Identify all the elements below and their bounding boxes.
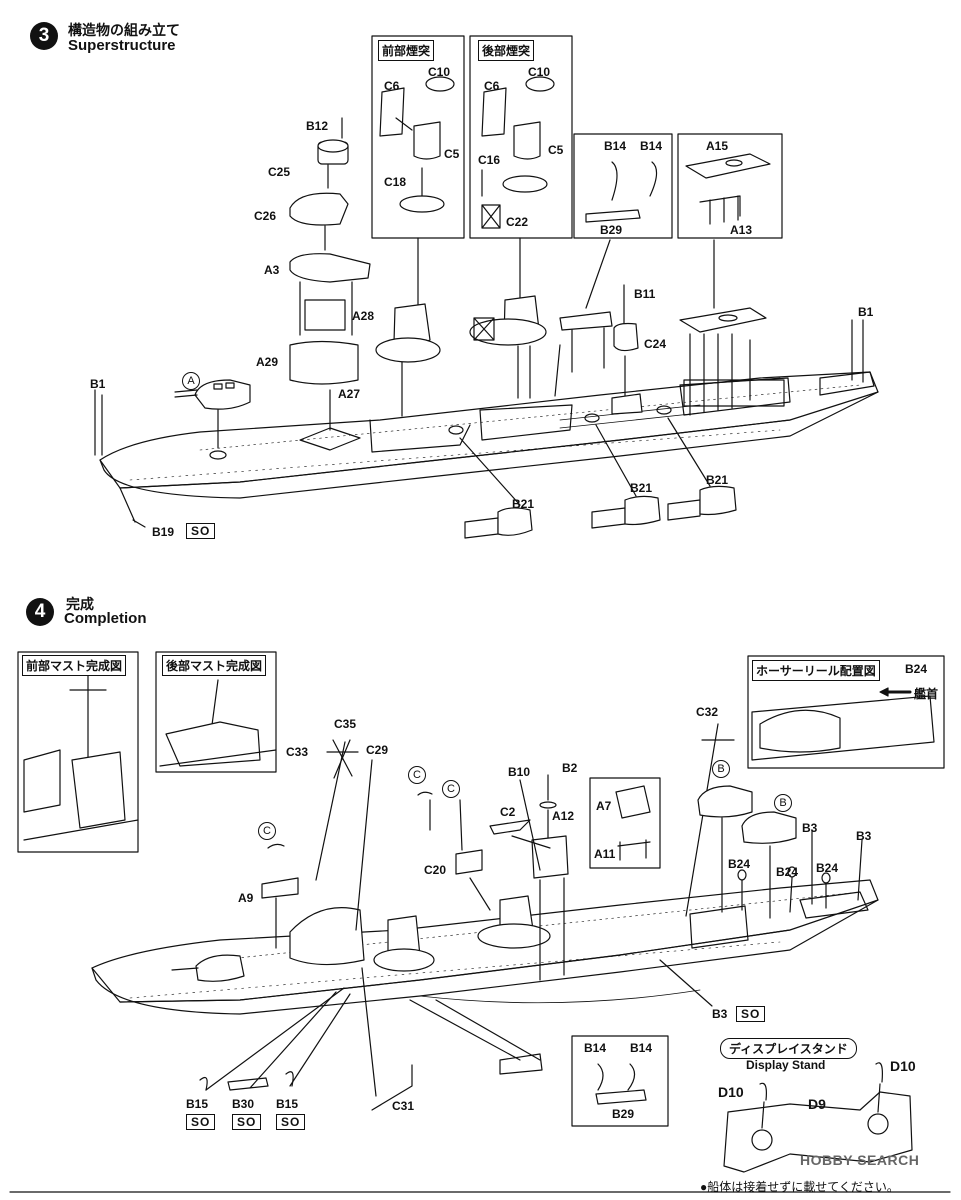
step-4-title-en: Completion xyxy=(64,610,147,627)
hose-reel-inset-art xyxy=(751,687,935,761)
part-label-a7: A7 xyxy=(596,799,612,813)
step-4-title-jp: 完成 xyxy=(66,596,94,612)
part-label-b15-b: B15 xyxy=(276,1097,299,1111)
part-label-a13: A13 xyxy=(730,223,753,237)
part-label-b12: B12 xyxy=(306,119,329,133)
part-label-c32: C32 xyxy=(696,705,719,719)
boat-davit-parts-art xyxy=(585,161,658,223)
part-label-a28: A28 xyxy=(352,309,375,323)
part-label-b11: B11 xyxy=(634,287,656,301)
step-4-number: 4 xyxy=(26,598,54,626)
so-badge-b15-b: SO xyxy=(276,1114,306,1130)
part-label-a9: A9 xyxy=(238,891,254,905)
part-label-b29: B29 xyxy=(600,223,623,237)
hobby-search-watermark: HOBBY SEARCH xyxy=(800,1152,920,1168)
bridge-assembly-art xyxy=(289,117,371,431)
part-label-c5-aft: C5 xyxy=(548,143,564,157)
part-label-a29: A29 xyxy=(256,355,279,369)
part-label-c5-fwd: C5 xyxy=(444,147,460,161)
so-badge-b15-a: SO xyxy=(186,1114,216,1130)
part-label-a27: A27 xyxy=(338,387,361,401)
fwd-mast-inset-art xyxy=(23,675,139,841)
torpedo-tube-art xyxy=(464,485,737,539)
part-label-b24-a: B24 xyxy=(728,857,751,871)
platform-parts-art xyxy=(685,153,771,225)
part-label-b14-b: B14 xyxy=(640,139,663,153)
turret-a-art xyxy=(174,379,251,449)
part-label-d9: D9 xyxy=(808,1096,826,1112)
part-label-c6-aft: C6 xyxy=(484,79,500,93)
part-label-c22: C22 xyxy=(506,215,529,229)
part-label-b14-a: B14 xyxy=(604,139,627,153)
part-label-c2: C2 xyxy=(500,805,516,819)
part-label-c10-aft: C10 xyxy=(528,65,551,79)
part-label-c33: C33 xyxy=(286,745,309,759)
part-label-b3-a: B3 xyxy=(802,821,818,835)
so-badge-b3: SO xyxy=(736,1006,766,1022)
part-label-b21-a: B21 xyxy=(512,497,535,511)
aft-mast-inset-art xyxy=(159,679,277,767)
part-label-c20: C20 xyxy=(424,863,447,877)
step-3-title-en: Superstructure xyxy=(68,37,176,54)
part-label-b14-d: B14 xyxy=(630,1041,653,1055)
part-label-b1-bow: B1 xyxy=(90,377,106,391)
callout-b-1: B xyxy=(712,760,730,778)
callout-a: A xyxy=(182,372,200,390)
part-label-b30: B30 xyxy=(232,1097,255,1111)
part-label-b21-b: B21 xyxy=(630,481,653,495)
part-label-b24-c: B24 xyxy=(816,861,839,875)
part-label-d10-b: D10 xyxy=(890,1058,916,1074)
part-label-b1-stern: B1 xyxy=(858,305,874,319)
part-label-c29: C29 xyxy=(366,743,389,757)
display-stand-title-en: Display Stand xyxy=(746,1058,826,1072)
part-label-b24-b: B24 xyxy=(776,865,799,879)
step4-hull xyxy=(91,879,879,1015)
part-label-b29-b: B29 xyxy=(612,1107,635,1121)
part-label-c25: C25 xyxy=(268,165,291,179)
so-badge-b19: SO xyxy=(186,523,216,539)
part-label-c31: C31 xyxy=(392,1099,415,1113)
part-label-a3: A3 xyxy=(264,263,280,277)
display-stand-art xyxy=(723,1062,913,1173)
step-3-number: 3 xyxy=(30,22,58,50)
part-label-a11: A11 xyxy=(594,847,616,861)
part-label-b21-c: B21 xyxy=(706,473,729,487)
part-label-c18: C18 xyxy=(384,175,407,189)
aft-funnel-parts-art xyxy=(481,76,555,229)
part-label-c6-fwd: C6 xyxy=(384,79,400,93)
aft-funnel-box-title: 後部煙突 xyxy=(478,40,535,61)
part-label-c35: C35 xyxy=(334,717,357,731)
step-3-title-jp: 構造物の組み立て xyxy=(68,22,180,38)
callout-c-3: C xyxy=(258,822,276,840)
bow-direction-label: 艦首 xyxy=(914,687,939,701)
callout-c-1: C xyxy=(408,766,426,784)
part-label-d10-a: D10 xyxy=(718,1084,744,1100)
part-label-b2: B2 xyxy=(562,761,578,775)
footer-note: ●船体は接着せずに載せてください。 xyxy=(700,1180,899,1194)
part-label-c24: C24 xyxy=(644,337,667,351)
part-label-a12: A12 xyxy=(552,809,575,823)
callout-b-2: B xyxy=(774,794,792,812)
hose-reel-box-title: ホーサーリール配置図 xyxy=(752,660,880,681)
part-label-b10: B10 xyxy=(508,765,531,779)
callout-c-2: C xyxy=(442,780,460,798)
aft-mast-box-title: 後部マスト完成図 xyxy=(162,655,267,676)
hose-reel-part-label: B24 xyxy=(905,662,928,676)
part-label-a15: A15 xyxy=(706,139,729,153)
part-label-c10-fwd: C10 xyxy=(428,65,451,79)
part-label-b3-b: B3 xyxy=(856,829,872,843)
fwd-funnel-box-title: 前部煙突 xyxy=(378,40,435,61)
part-label-b14-c: B14 xyxy=(584,1041,607,1055)
display-stand-title: ディスプレイスタンド xyxy=(720,1038,857,1059)
part-label-c16: C16 xyxy=(478,153,501,167)
part-label-b15-a: B15 xyxy=(186,1097,209,1111)
fwd-funnel-parts-art xyxy=(379,76,455,213)
part-label-b19: B19 xyxy=(152,525,175,539)
part-label-b3-c: B3 xyxy=(712,1007,728,1021)
fwd-mast-box-title: 前部マスト完成図 xyxy=(22,655,127,676)
so-badge-b30: SO xyxy=(232,1114,262,1130)
part-label-c26: C26 xyxy=(254,209,277,223)
